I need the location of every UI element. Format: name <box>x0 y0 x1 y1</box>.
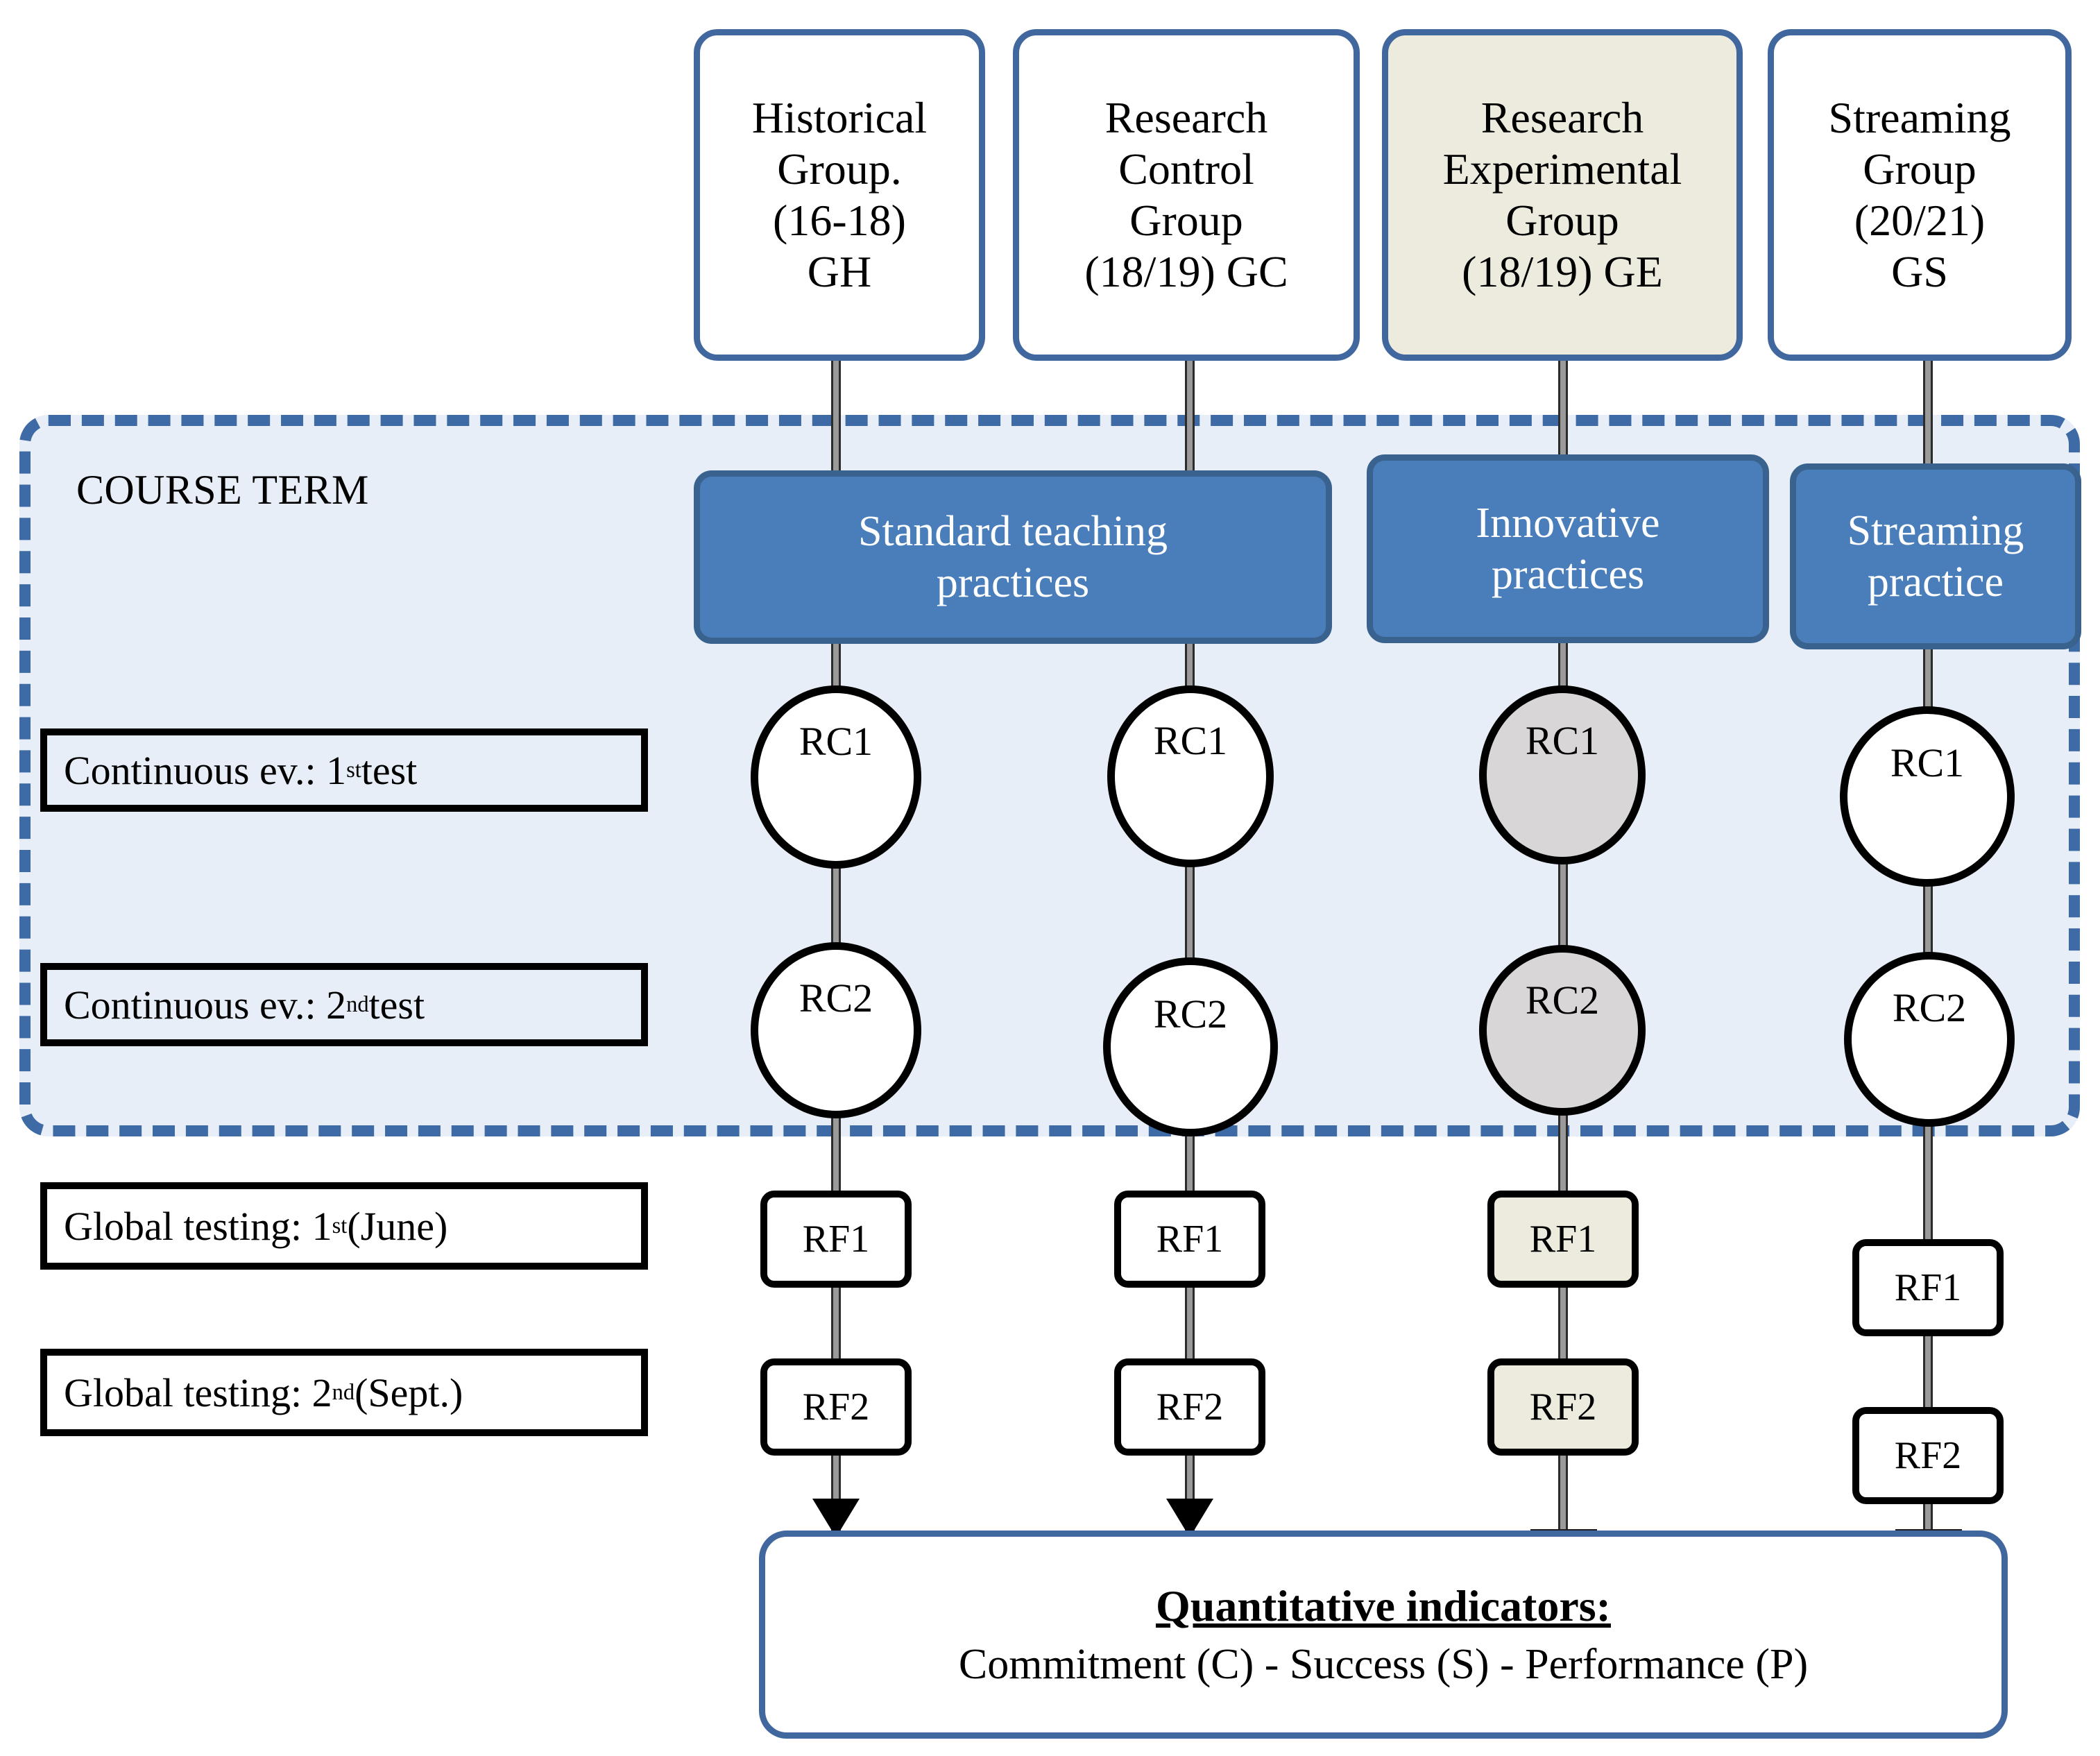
result-box-subtitle: Commitment (C) - Success (S) - Performan… <box>958 1640 1809 1688</box>
row-label-global-2-before: Global testing: 2 <box>64 1370 332 1415</box>
connector-gs-rc1-rc2 <box>1923 880 1933 960</box>
connector-ge-rf2-result <box>1558 1451 1568 1540</box>
node-gh-rf2-label: RF2 <box>802 1386 870 1429</box>
node-gc-rf2-label: RF2 <box>1156 1386 1224 1429</box>
node-ge-rc1-label: RC1 <box>1525 717 1600 763</box>
connector-gs-practice-rc1 <box>1923 644 1933 720</box>
result-box-title: Quantitative indicators: <box>1156 1580 1611 1630</box>
group-box-gs-label: Streaming Group (20/21) GS <box>1828 92 2011 297</box>
node-gc-rc2-label: RC2 <box>1153 991 1228 1037</box>
row-label-continuous-1-after: test <box>361 747 418 793</box>
node-gh-rc1[interactable]: RC1 <box>751 685 921 869</box>
practice-box-streaming[interactable]: Streaming practice <box>1790 463 2081 649</box>
node-ge-rf1-label: RF1 <box>1529 1218 1597 1261</box>
connector-gh-rc2-rf1 <box>831 1110 841 1195</box>
node-ge-rf1[interactable]: RF1 <box>1487 1191 1639 1288</box>
node-gc-rf1-label: RF1 <box>1156 1218 1224 1261</box>
practice-box-standard[interactable]: Standard teaching practices <box>694 470 1332 644</box>
group-box-ge-label: Research Experimental Group (18/19) GE <box>1442 92 1682 297</box>
node-gc-rf2[interactable]: RF2 <box>1114 1358 1265 1456</box>
node-gh-rf1-label: RF1 <box>802 1218 870 1261</box>
practice-box-innovative[interactable]: Innovative practices <box>1367 454 1769 643</box>
node-gh-rc2-label: RC2 <box>799 975 873 1021</box>
connector-gh-top <box>831 361 841 472</box>
group-box-ge[interactable]: Research Experimental Group (18/19) GE <box>1382 29 1743 361</box>
practice-box-standard-label: Standard teaching practices <box>858 507 1168 606</box>
group-box-gc-label: Research Control Group (18/19) GC <box>1084 92 1288 297</box>
node-ge-rf2-label: RF2 <box>1529 1386 1597 1429</box>
connector-gc-rf1-rf2 <box>1185 1284 1195 1363</box>
node-ge-rc1[interactable]: RC1 <box>1479 685 1646 864</box>
group-box-gs[interactable]: Streaming Group (20/21) GS <box>1768 29 2072 361</box>
connector-ge-top <box>1558 361 1568 472</box>
result-box[interactable]: Quantitative indicators: Commitment (C) … <box>759 1531 2008 1739</box>
connector-gc-rc2-rf1 <box>1185 1128 1195 1195</box>
node-gh-rc1-label: RC1 <box>799 718 873 764</box>
node-gc-rc1-label: RC1 <box>1153 717 1228 763</box>
group-box-gh-label: Historical Group. (16-18) GH <box>751 92 928 297</box>
node-gs-rf2[interactable]: RF2 <box>1852 1407 2004 1504</box>
connector-gh-rc1-rc2 <box>831 860 841 951</box>
connector-ge-rf1-rf2 <box>1558 1284 1568 1363</box>
node-gc-rc2[interactable]: RC2 <box>1103 957 1278 1136</box>
row-label-continuous-2-before: Continuous ev.: 2 <box>64 982 347 1028</box>
node-gs-rf2-label: RF2 <box>1894 1434 1962 1477</box>
node-gh-rf2[interactable]: RF2 <box>760 1358 912 1456</box>
connector-gc-rc1-rc2 <box>1185 860 1195 966</box>
connector-gc-top <box>1185 361 1195 472</box>
node-ge-rc2-label: RC2 <box>1525 977 1600 1023</box>
node-gs-rc2[interactable]: RC2 <box>1844 952 2015 1127</box>
course-term-label: COURSE TERM <box>76 467 369 513</box>
connector-ge-rc1-rc2 <box>1558 858 1568 955</box>
connector-gs-top <box>1923 361 1933 472</box>
practice-box-streaming-label: Streaming practice <box>1847 506 2024 606</box>
node-gs-rc1-label: RC1 <box>1890 740 1965 785</box>
row-label-continuous-2-after: test <box>368 982 425 1028</box>
row-label-global-1-after: (June) <box>347 1203 448 1249</box>
node-ge-rc2[interactable]: RC2 <box>1479 945 1646 1116</box>
connector-gh-rf1-rf2 <box>831 1284 841 1363</box>
node-gh-rf1[interactable]: RF1 <box>760 1191 912 1288</box>
node-gs-rc2-label: RC2 <box>1892 984 1967 1030</box>
node-gh-rc2[interactable]: RC2 <box>751 942 921 1118</box>
node-gc-rf1[interactable]: RF1 <box>1114 1191 1265 1288</box>
group-box-gc[interactable]: Research Control Group (18/19) GC <box>1013 29 1360 361</box>
row-label-global-1-before: Global testing: 1 <box>64 1203 332 1249</box>
node-gs-rf1[interactable]: RF1 <box>1852 1239 2004 1336</box>
node-gc-rc1[interactable]: RC1 <box>1107 685 1274 867</box>
connector-ge-rc2-rf1 <box>1558 1107 1568 1195</box>
node-ge-rf2[interactable]: RF2 <box>1487 1358 1639 1456</box>
node-gs-rc1[interactable]: RC1 <box>1840 706 2015 887</box>
connector-gs-rf1-rf2 <box>1923 1332 1933 1411</box>
practice-box-innovative-label: Innovative practices <box>1476 499 1660 598</box>
group-box-gh[interactable]: Historical Group. (16-18) GH <box>694 29 985 361</box>
row-label-global-2-after: (Sept.) <box>355 1370 463 1415</box>
row-label-continuous-1-before: Continuous ev.: 1 <box>64 747 347 793</box>
connector-gs-rc2-rf1 <box>1923 1118 1933 1243</box>
node-gs-rf1-label: RF1 <box>1894 1266 1962 1309</box>
